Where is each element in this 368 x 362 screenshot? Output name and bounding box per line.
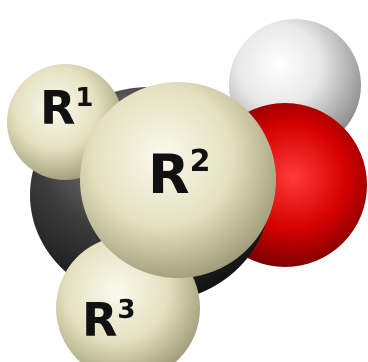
r3-label: R3 bbox=[82, 293, 136, 347]
r2-group: R2 bbox=[80, 82, 276, 278]
r2-label: R2 bbox=[148, 143, 210, 206]
r1-label: R1 bbox=[40, 81, 94, 135]
